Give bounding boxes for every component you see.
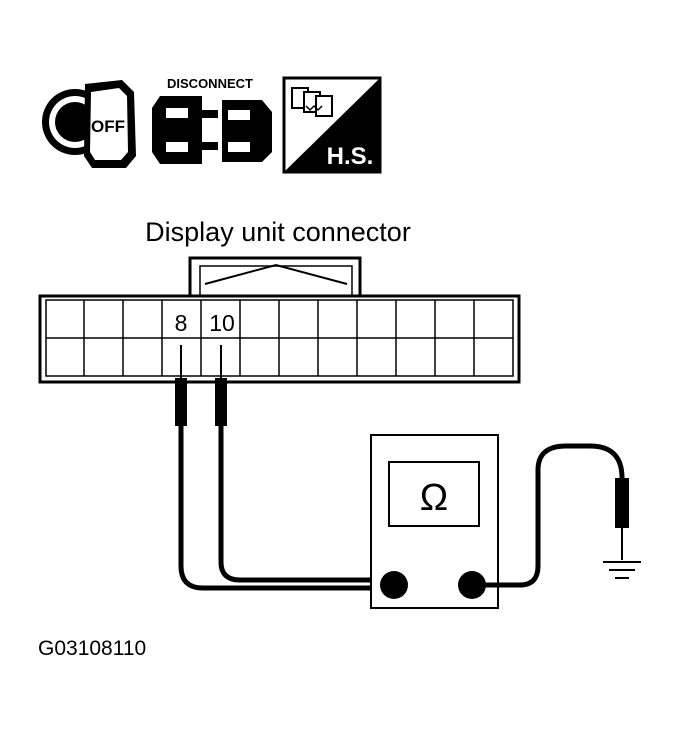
pin-10-label: 10 xyxy=(209,310,235,336)
harness-side-label: H.S. xyxy=(327,143,374,170)
ground-probe xyxy=(615,478,629,528)
figure-id: G03108110 xyxy=(38,637,146,660)
harness-side-icon: H.S. xyxy=(282,76,382,174)
connector-cavity-grid xyxy=(83,300,475,376)
disconnect-label: DISCONNECT xyxy=(167,76,253,91)
ignition-off-label: OFF xyxy=(91,117,125,136)
connector-disconnect-icon: DISCONNECT xyxy=(152,76,272,164)
test-lead-pin-10 xyxy=(218,426,392,583)
test-lead-pin-8 xyxy=(178,426,392,591)
meter-terminal-left xyxy=(380,571,408,599)
ground-lead xyxy=(472,443,625,588)
connector-title: Display unit connector xyxy=(145,217,411,247)
pin-8-label: 8 xyxy=(175,310,188,336)
ground-icon xyxy=(603,561,641,579)
probe-pin-8 xyxy=(175,345,187,426)
ohm-symbol: Ω xyxy=(420,477,448,519)
display-unit-connector: 8 10 xyxy=(38,256,521,384)
probe-pin-10 xyxy=(215,345,227,426)
ohmmeter: Ω xyxy=(370,434,499,609)
ignition-key-off-icon: OFF xyxy=(42,80,136,168)
